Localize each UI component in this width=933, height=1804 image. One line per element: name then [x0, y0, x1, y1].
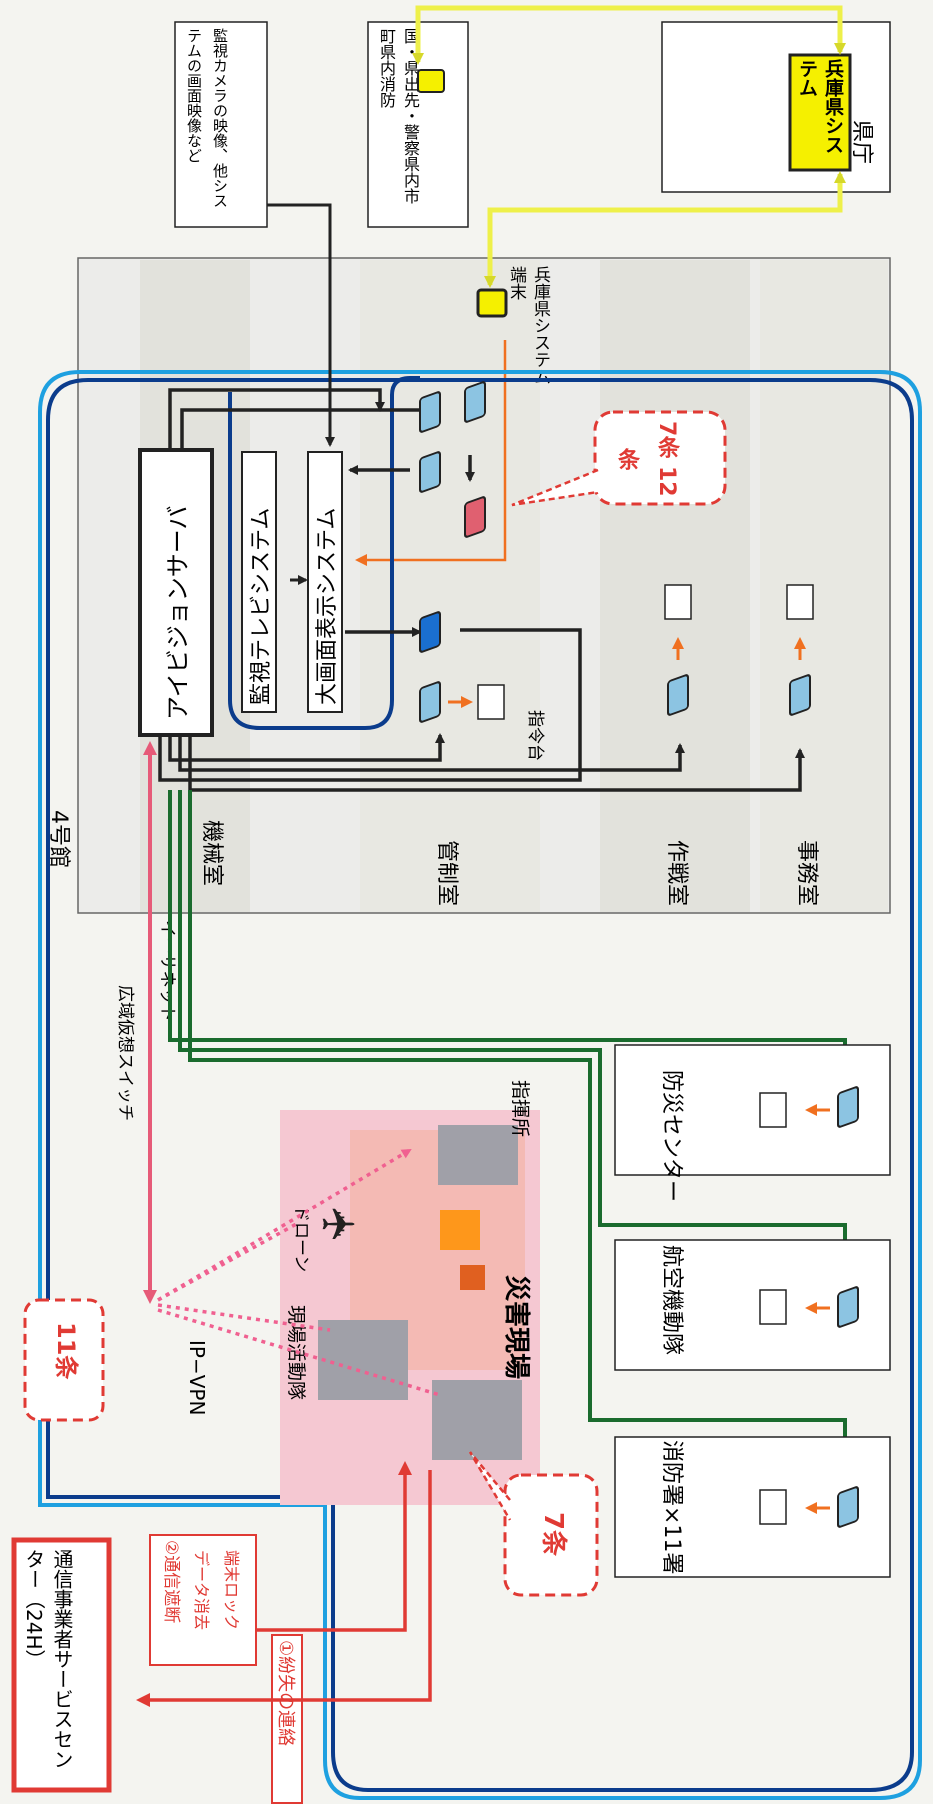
ipvpn-label: IP−VPN [185, 1340, 209, 1415]
pref-office-box [662, 22, 890, 192]
ops-monitor-icon [665, 585, 691, 619]
cctv-system-label: 監視テレビシステム [249, 508, 274, 705]
pref-office-label: 県庁 [849, 120, 874, 164]
field-person-icon-1 [318, 1320, 408, 1400]
room-band-office [760, 260, 888, 912]
carrier-center-text: 通信事業者サービスセンター（24H） [16, 1545, 80, 1783]
terminal-icon-air [838, 1286, 858, 1327]
terminal-icon-console [420, 681, 440, 722]
terminal-icon-2 [420, 451, 440, 492]
terminal-icon-office [790, 674, 810, 715]
callout-art7-12-text: 7条 12条 [600, 415, 692, 501]
air-unit-label: 航空機動隊 [659, 1245, 684, 1355]
room-machine-label: 機械室 [199, 820, 224, 886]
terminal-icon-dark [420, 611, 440, 652]
console-monitor-icon [478, 685, 504, 719]
air-monitor-icon [760, 1290, 786, 1324]
wan-switch-label: 広域仮想スイッチ [115, 985, 135, 1121]
national-terminal-icon [418, 70, 444, 92]
callout-art7-text: 7条 [538, 1512, 568, 1557]
ethernet-label: イーサネット [157, 920, 177, 1022]
terminal-icon-fire [838, 1486, 858, 1527]
office-monitor-icon [787, 585, 813, 619]
step2-label: ②通信遮断 [161, 1540, 181, 1623]
drone-icon: ✈ [320, 1200, 357, 1251]
hyogo-system-text: 兵庫県システム [790, 55, 850, 170]
callout-art11-text: 11条 [52, 1322, 80, 1380]
terminal-icon-red [465, 496, 485, 537]
fire-stations-label: 消防署×11署 [659, 1440, 684, 1574]
room-control-label: 管制室 [434, 840, 459, 906]
field-person-icon-2 [432, 1380, 522, 1460]
step2-sub-a: データ消去 [192, 1550, 211, 1630]
hq-person-icon [438, 1125, 518, 1185]
iv-server-label: アイビジョンサーバ [164, 505, 192, 720]
room-ops-label: 作戦室 [664, 840, 689, 906]
hq-label: 指揮所 [509, 1080, 531, 1137]
console-label: 指令台 [525, 710, 545, 761]
terminal-icon-disaster [838, 1086, 858, 1127]
disaster-site-label: 災害現場 [501, 1275, 532, 1379]
terminal-icon-3 [465, 381, 485, 422]
camera-source-text: 監視カメラの映像、他システムの画面映像など [175, 22, 239, 224]
fire-monitor-icon [760, 1490, 786, 1524]
terminal-icon-1 [420, 391, 440, 432]
room-office-label: 事務室 [794, 840, 819, 906]
disaster-center-label: 防災センター [659, 1070, 684, 1202]
drone-label: ドローン [291, 1205, 311, 1272]
terminal-icon-ops [668, 674, 688, 715]
field-link-2 [158, 1222, 300, 1300]
fire-block-1 [440, 1210, 480, 1250]
step1-label: ①紛失の連絡 [275, 1640, 296, 1746]
step2-sub-b: 端末ロック [222, 1550, 241, 1630]
fire-block-2 [460, 1265, 485, 1290]
big-screen-label: 大画面表示システム [315, 508, 340, 705]
disaster-monitor-icon [760, 1093, 786, 1127]
